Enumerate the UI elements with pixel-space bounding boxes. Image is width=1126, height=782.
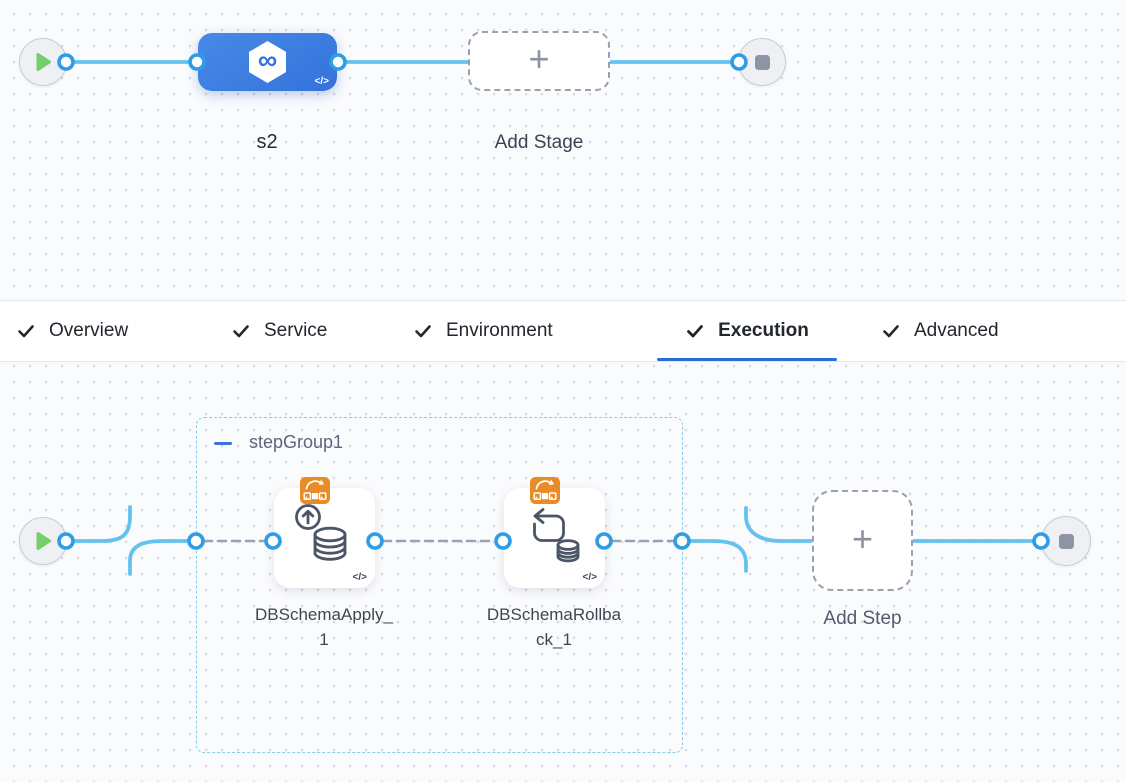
- plus-icon: +: [528, 38, 550, 79]
- tab-advanced[interactable]: Advanced: [881, 301, 999, 361]
- step-name-label: DBSchemaApply_1: [255, 605, 393, 649]
- execution-start-button[interactable]: [19, 517, 67, 565]
- stage-config-tabbar: Overview Service Environment Execution A…: [0, 300, 1126, 362]
- step-group-header: stepGroup1: [214, 432, 343, 453]
- aws-step-group-badge-icon: [300, 477, 330, 504]
- step-group-name: stepGroup1: [249, 432, 344, 452]
- check-icon: [18, 325, 34, 338]
- add-stage-button[interactable]: +: [468, 31, 610, 91]
- plus-icon: +: [851, 517, 874, 559]
- tab-label: Service: [264, 320, 328, 341]
- step-node-dbschemaapply[interactable]: </>: [274, 477, 375, 588]
- play-icon: [36, 53, 51, 71]
- yaml-code-icon[interactable]: </>: [582, 572, 597, 583]
- stage-name-label: s2: [256, 131, 278, 153]
- tab-label: Environment: [446, 320, 553, 341]
- add-stage-label: Add Stage: [494, 132, 584, 153]
- yaml-code-icon[interactable]: </>: [352, 572, 367, 583]
- tab-execution[interactable]: Execution: [657, 301, 837, 361]
- stage-type-hexagon: ∞: [249, 41, 286, 83]
- tab-environment[interactable]: Environment: [413, 301, 553, 361]
- tab-label: Execution: [718, 320, 809, 341]
- execution-end-button[interactable]: [1041, 516, 1091, 566]
- aws-step-group-badge-icon: [530, 477, 560, 504]
- db-schema-apply-icon: [295, 504, 347, 561]
- stop-icon: [754, 54, 770, 70]
- tab-service[interactable]: Service: [231, 301, 327, 361]
- add-step-label: Add Step: [823, 608, 902, 629]
- stop-icon: [1058, 533, 1074, 549]
- tab-label: Overview: [49, 320, 129, 341]
- play-icon: [36, 532, 51, 550]
- check-icon: [415, 325, 431, 338]
- check-icon: [687, 325, 703, 338]
- check-icon: [883, 325, 899, 338]
- tab-label: Advanced: [914, 320, 999, 341]
- stage-node-s2[interactable]: ∞ </>: [198, 33, 337, 91]
- step-group-box[interactable]: stepGroup1: [196, 417, 683, 753]
- add-step-button[interactable]: +: [812, 490, 913, 591]
- pipeline-infinity-icon: ∞: [257, 45, 278, 75]
- db-schema-rollback-icon: [533, 508, 580, 563]
- collapse-minus-icon[interactable]: [214, 441, 232, 446]
- step-node-dbschemarollback[interactable]: </>: [504, 477, 605, 588]
- step-name-label: DBSchemaRollback_1: [486, 605, 622, 649]
- yaml-code-icon[interactable]: </>: [314, 76, 329, 87]
- pipeline-start-button[interactable]: [19, 38, 67, 86]
- check-icon: [233, 325, 249, 338]
- tab-overview[interactable]: Overview: [16, 301, 128, 361]
- pipeline-end-button[interactable]: [738, 38, 786, 86]
